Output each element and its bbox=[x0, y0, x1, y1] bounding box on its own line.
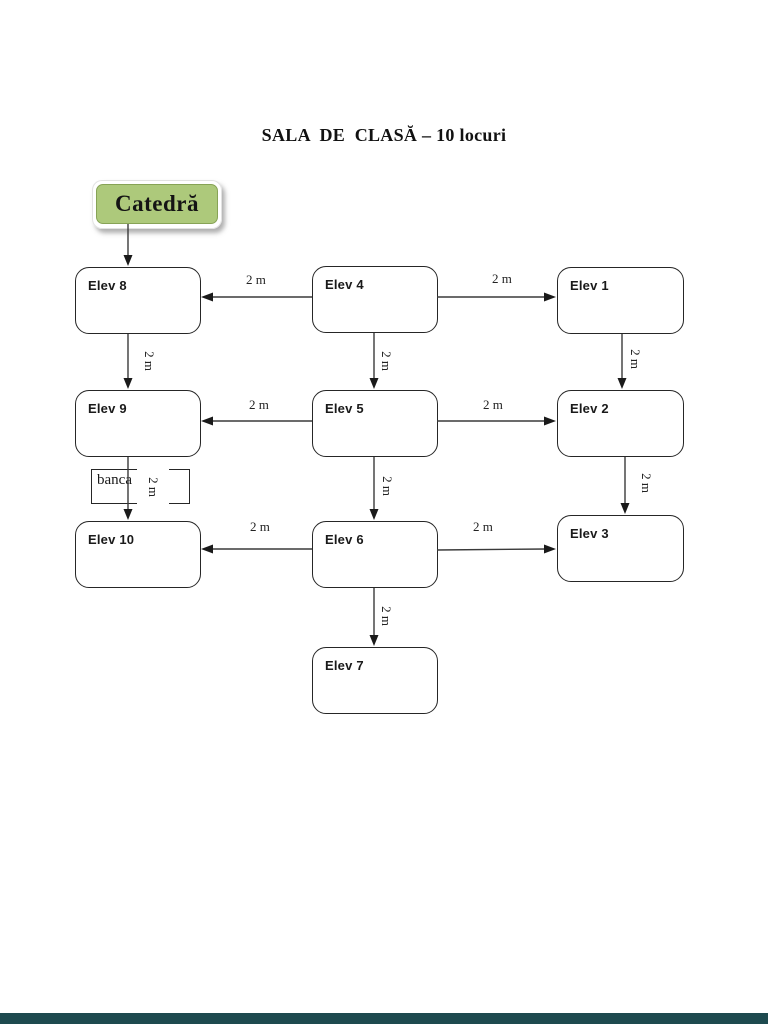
page-separator-bar bbox=[0, 1013, 768, 1024]
desk-elev-6: Elev 6 bbox=[312, 521, 438, 588]
desk-label: Elev 3 bbox=[570, 526, 609, 541]
desk-label: Elev 4 bbox=[325, 277, 364, 292]
distance-label: 2 m bbox=[249, 397, 269, 412]
teacher-desk: Catedră bbox=[92, 180, 222, 229]
desk-elev-9: Elev 9 bbox=[75, 390, 201, 457]
desk-elev-1: Elev 1 bbox=[557, 267, 684, 334]
distance-label: 2 m bbox=[638, 473, 654, 493]
distance-label: 2 m bbox=[378, 606, 394, 626]
desk-label: Elev 1 bbox=[570, 278, 609, 293]
desk-label: Elev 8 bbox=[88, 278, 127, 293]
teacher-desk-inner: Catedră bbox=[96, 184, 218, 224]
distance-label: 2 m bbox=[473, 519, 493, 534]
desk-elev-10: Elev 10 bbox=[75, 521, 201, 588]
teacher-desk-label: Catedră bbox=[115, 191, 199, 216]
distance-label: 2 m bbox=[627, 349, 643, 369]
desk-label: Elev 2 bbox=[570, 401, 609, 416]
desk-elev-5: Elev 5 bbox=[312, 390, 438, 457]
desk-elev-2: Elev 2 bbox=[557, 390, 684, 457]
distance-label: 2 m bbox=[246, 272, 266, 287]
page-title: SALA DE CLASĂ – 10 locuri bbox=[261, 125, 507, 145]
desk-elev-7: Elev 7 bbox=[312, 647, 438, 714]
distance-label: 2 m bbox=[379, 476, 395, 496]
desk-label: Elev 5 bbox=[325, 401, 364, 416]
distance-label: 2 m bbox=[250, 519, 270, 534]
desk-elev-4: Elev 4 bbox=[312, 266, 438, 333]
desk-elev-8: Elev 8 bbox=[75, 267, 201, 334]
desk-label: Elev 6 bbox=[325, 532, 364, 547]
desk-label: Elev 7 bbox=[325, 658, 364, 673]
distance-label: 2 m bbox=[145, 477, 161, 497]
desk-label: Elev 10 bbox=[88, 532, 135, 547]
desk-elev-3: Elev 3 bbox=[557, 515, 684, 582]
bench-outline-gap bbox=[137, 466, 169, 508]
distance-label: 2 m bbox=[492, 271, 512, 286]
distance-label: 2 m bbox=[483, 397, 503, 412]
distance-label: 2 m bbox=[378, 351, 394, 371]
distance-label: 2 m bbox=[141, 351, 157, 371]
bench-label: banca bbox=[97, 472, 132, 488]
desk-label: Elev 9 bbox=[88, 401, 127, 416]
